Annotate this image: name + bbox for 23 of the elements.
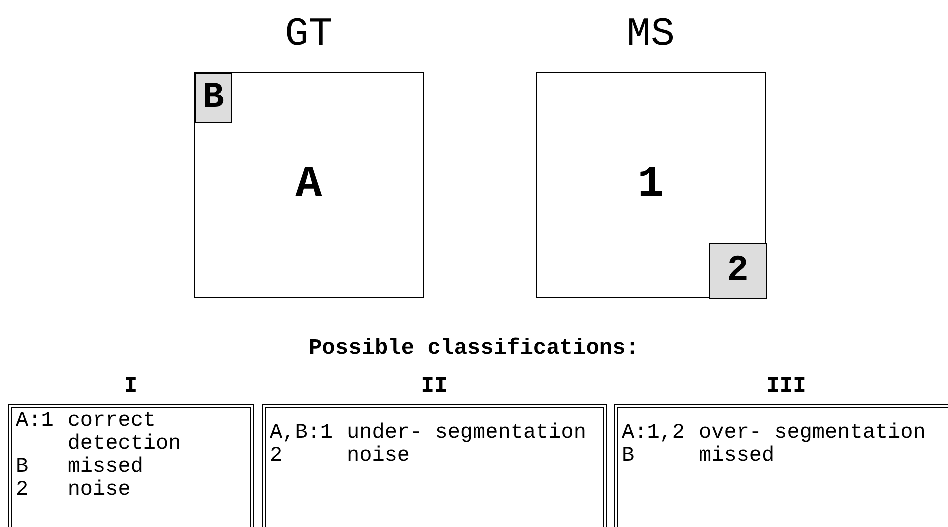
region-heading: I bbox=[123, 374, 139, 400]
classification-text: under- segmentation bbox=[347, 422, 588, 445]
region-heading: MS bbox=[626, 14, 676, 58]
region-label: 1 bbox=[636, 161, 666, 209]
segment-key: A:1,2 bbox=[622, 422, 686, 445]
classification-text: noise bbox=[68, 479, 132, 502]
region-label: A bbox=[294, 161, 324, 209]
segment-key: B bbox=[16, 456, 54, 479]
classification-text: over- segmentation bbox=[699, 422, 927, 445]
segment-key: 2 bbox=[270, 445, 334, 468]
segment-key: A,B:1 bbox=[270, 422, 334, 445]
segment-key: 2 bbox=[16, 479, 54, 502]
segment-key: A:1 bbox=[16, 410, 54, 456]
region-heading: III bbox=[766, 374, 808, 400]
region-heading: II bbox=[420, 374, 449, 400]
segment-box: 2 bbox=[709, 243, 767, 299]
classification-text: missed bbox=[699, 445, 776, 468]
classification-text: missed bbox=[68, 456, 144, 479]
region-heading: GT bbox=[284, 14, 334, 58]
section-heading: Possible classifications: bbox=[308, 336, 640, 361]
classification-text: noise bbox=[347, 445, 412, 468]
segment-key: B bbox=[622, 445, 686, 468]
segment-box: B bbox=[195, 73, 232, 123]
